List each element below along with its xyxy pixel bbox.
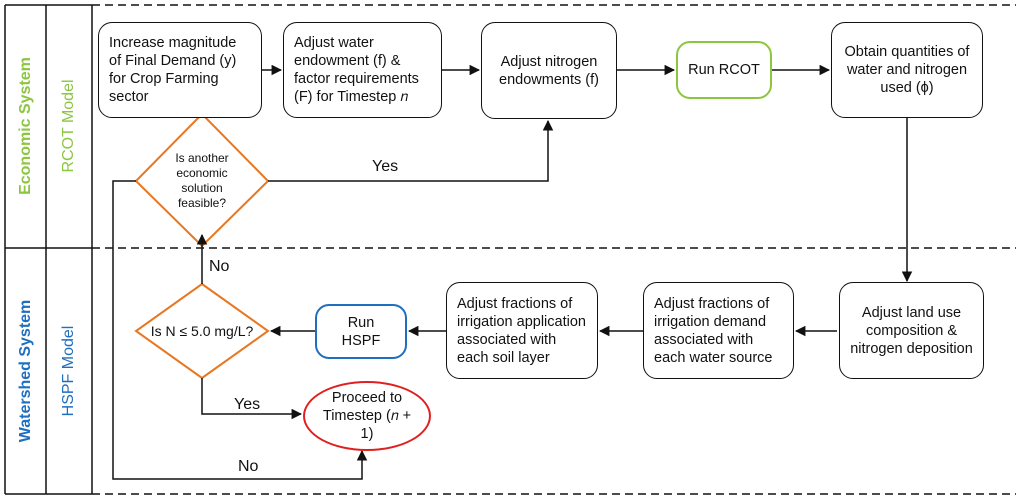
increase-demand-box: Increase magnitude of Final Demand (y) f… — [98, 22, 262, 118]
proceed-text: Proceed to Timestep (𝑛 + 1) — [322, 390, 412, 442]
frame — [4, 4, 93, 495]
run-hspf-box: Run HSPF — [315, 304, 407, 359]
dashed-separators — [92, 4, 1016, 495]
no-up-label: No — [209, 258, 230, 275]
economic-system-label: Economic System — [17, 57, 34, 195]
adjust-irrigation-application-text: Adjust fractions of irrigation applicati… — [457, 295, 586, 366]
arrow-check-yes-to-proceed — [201, 378, 303, 420]
arrow-yes-to-nitrogen — [268, 119, 554, 182]
run-rcot-box: Run RCOT — [676, 41, 772, 99]
adjust-irrigation-demand-text: Adjust fractions of irrigation demand as… — [654, 295, 773, 366]
adjust-irrigation-demand-box: Adjust fractions of irrigation demand as… — [643, 282, 794, 379]
adjust-water-text: Adjust water endowment (f) & factor requ… — [294, 35, 419, 105]
adjust-nitrogen-box: Adjust nitrogen endowments (f) — [481, 22, 617, 119]
obtain-quantities-box: Obtain quantities of water and nitrogen … — [831, 22, 983, 118]
run-hspf-text: Run HSPF — [341, 314, 381, 349]
yes-top-label: Yes — [372, 158, 399, 175]
adjust-land-use-text: Adjust land use composition & nitrogen d… — [850, 304, 973, 357]
obtain-quantities-text: Obtain quantities of water and nitrogen … — [844, 44, 970, 96]
adjust-nitrogen-text: Adjust nitrogen endowments (f) — [499, 53, 599, 88]
hspf-model-label: HSPF Model — [60, 325, 77, 417]
proceed-ellipse: Proceed to Timestep (𝑛 + 1) — [303, 381, 431, 451]
adjust-irrigation-application-box: Adjust fractions of irrigation applicati… — [446, 282, 598, 379]
yes-bottom-label: Yes — [234, 396, 261, 413]
no-bottom-label: No — [238, 458, 259, 475]
watershed-system-label: Watershed System — [17, 299, 34, 443]
another-solution-text: Is another economic solution feasible? — [175, 151, 229, 210]
adjust-water-box: Adjust water endowment (f) & factor requ… — [283, 22, 442, 118]
nitrogen-check-text: Is N ≤ 5.0 mg/L? — [150, 322, 254, 339]
increase-demand-text: Increase magnitude of Final Demand (y) f… — [109, 35, 237, 105]
arrow-no-to-proceed — [112, 180, 368, 480]
run-rcot-text: Run RCOT — [688, 62, 760, 78]
rcot-model-label: RCOT Model — [60, 79, 77, 173]
adjust-land-use-box: Adjust land use composition & nitrogen d… — [839, 282, 984, 379]
